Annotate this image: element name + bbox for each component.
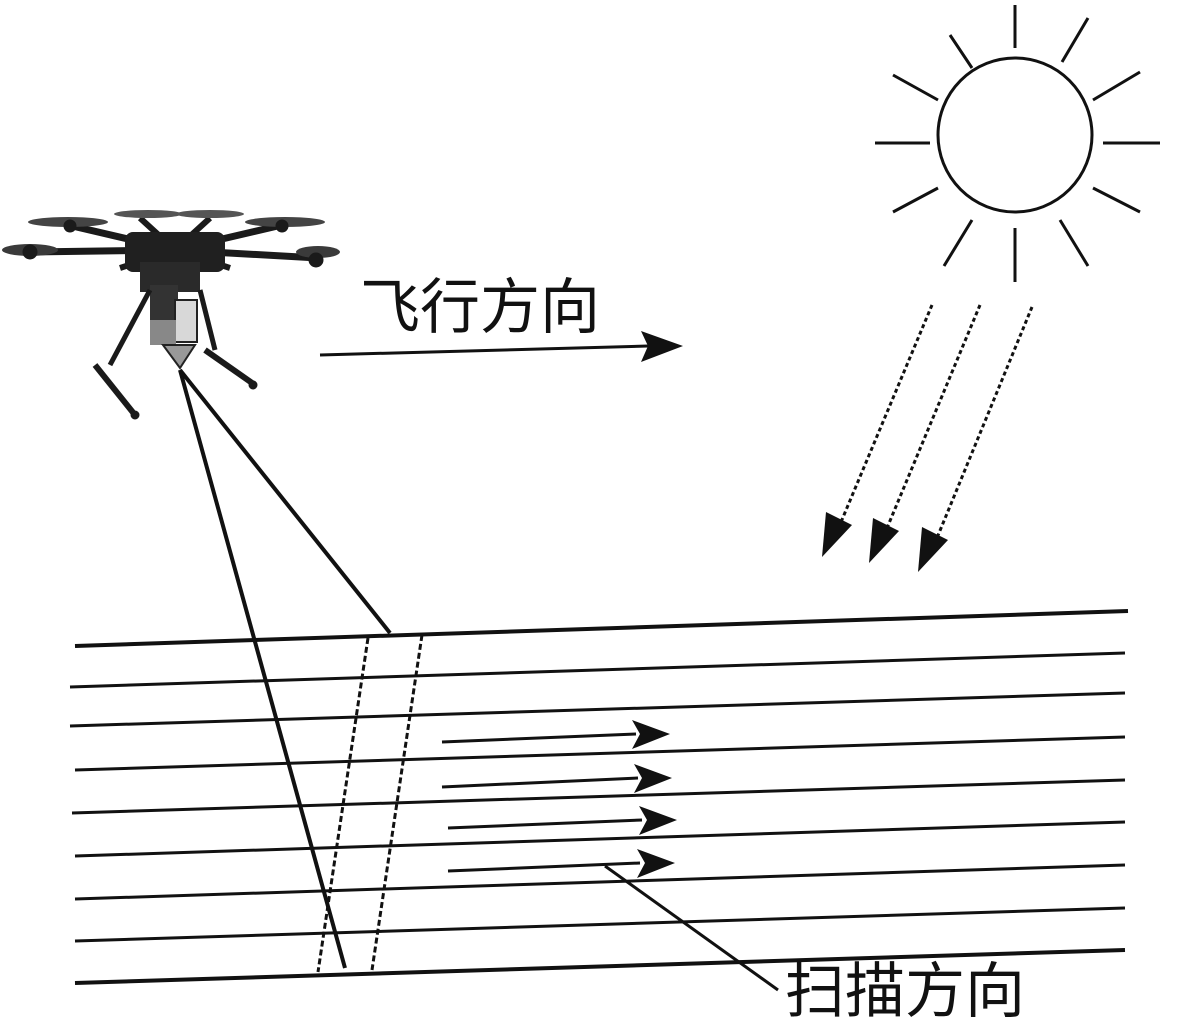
scan-line (69, 651, 1126, 689)
sun-ray (930, 306, 1034, 551)
sun-ray (834, 304, 934, 535)
scan-line (74, 820, 1126, 858)
scan-arrow (447, 861, 641, 873)
swath-boundary-bottom (74, 948, 1126, 985)
sunlight-rays (822, 304, 1034, 572)
sensor-field-of-view (178, 368, 424, 973)
scan-line (74, 863, 1126, 901)
flight-direction-label: 飞行方向 (360, 273, 600, 343)
scan-arrow (441, 732, 637, 744)
ground-scan-lines (69, 609, 1129, 985)
flight-direction-arrow (319, 331, 683, 362)
hexacopter-drone-icon (2, 210, 340, 420)
scan-line (71, 778, 1126, 815)
scan-line (69, 691, 1126, 728)
sun-icon (875, 5, 1160, 282)
ray-arrowhead (822, 512, 852, 557)
swath-boundary-top (74, 609, 1129, 648)
instantaneous-footprint-edge (316, 637, 370, 973)
sun-ray (880, 304, 982, 541)
scan-label-leader (604, 864, 779, 992)
scan-arrow (441, 776, 639, 789)
scan-direction-label: 扫描方向 (785, 957, 1025, 1027)
scan-arrow (447, 818, 643, 830)
scan-line (74, 735, 1126, 772)
ray-arrowhead (869, 518, 899, 563)
ray-arrowhead (918, 527, 948, 572)
scan-line (74, 906, 1126, 943)
scan-direction-arrows (441, 720, 677, 878)
instantaneous-footprint-edge (370, 634, 424, 971)
